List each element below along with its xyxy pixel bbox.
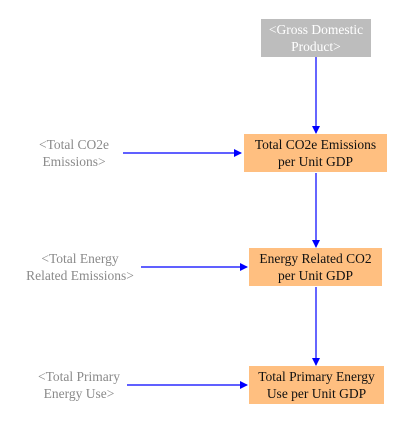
primary-energy-use-per-unit-gdp-node: Total Primary Energy Use per Unit GDP — [249, 366, 384, 404]
co2e-emissions-per-unit-gdp-node: Total CO2e Emissions per Unit GDP — [244, 134, 387, 172]
total-energy-related-emissions-shadow-variable: <Total Energy Related Emissions> — [26, 251, 134, 283]
energy-related-co2-per-unit-gdp-node: Energy Related CO2 per Unit GDP — [249, 248, 382, 286]
gdp-shadow-variable: <Gross Domestic Product> — [261, 19, 371, 57]
total-co2e-emissions-shadow-variable: <Total CO2e Emissions> — [38, 137, 110, 169]
total-primary-energy-use-shadow-variable: <Total Primary Energy Use> — [37, 369, 121, 401]
